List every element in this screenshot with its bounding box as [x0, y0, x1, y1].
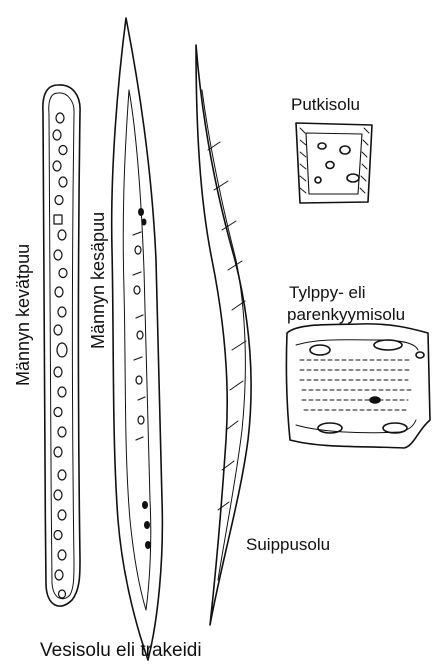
- summerwood-label: Männyn kesäpuu: [89, 212, 107, 349]
- vessel-cell-label: Putkisolu: [291, 96, 360, 113]
- springwood-label: Männyn kevätpuu: [14, 244, 32, 386]
- fibre-cell-label: Suippusolu: [246, 536, 330, 553]
- parenchyma-label-line1: Tylppy- eli: [289, 284, 366, 301]
- summerwood-tracheid-cell: [112, 18, 163, 660]
- parenchyma-label-line2: parenkyymisolu: [287, 306, 405, 323]
- fibre-cell: [196, 45, 251, 625]
- tracheid-caption: Vesisolu eli trakeidi: [40, 641, 202, 660]
- vessel-cell: [296, 123, 372, 203]
- parenchyma-cell: [286, 324, 430, 448]
- springwood-tracheid-cell: [43, 85, 80, 606]
